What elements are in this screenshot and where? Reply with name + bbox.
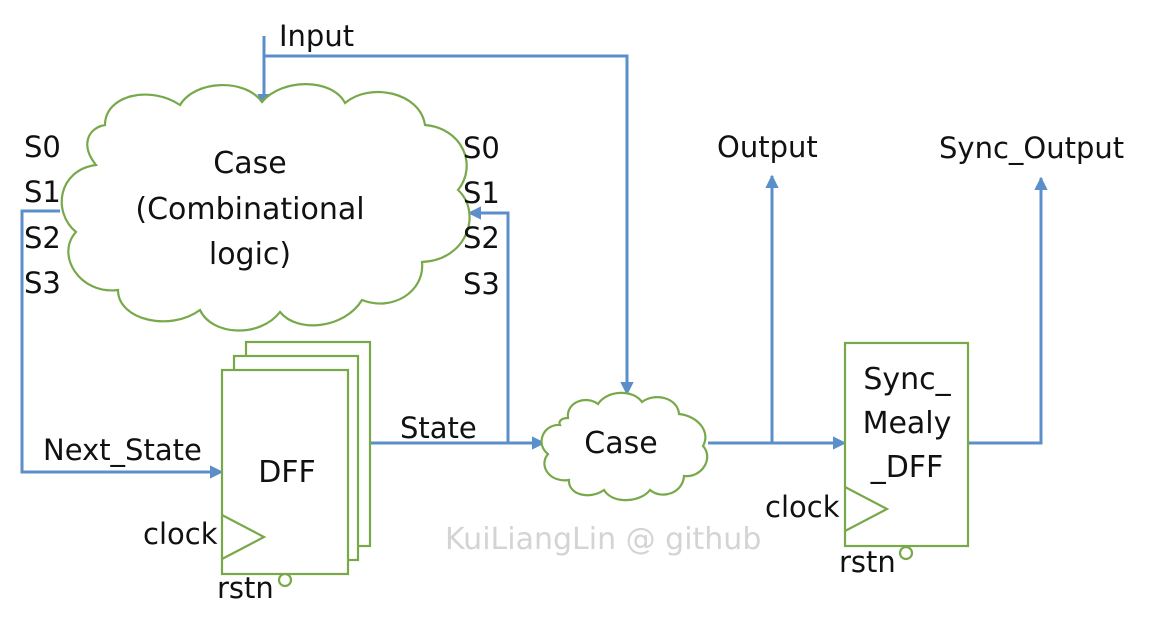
input-branch-wire xyxy=(264,54,634,396)
cloud-label-logic: logic) xyxy=(209,237,291,272)
sync-dff-reset-bubble xyxy=(898,545,914,561)
dff-reset-label: rstn xyxy=(217,571,274,605)
next-state-label: Next_State xyxy=(43,433,202,467)
next-state-wire xyxy=(20,209,224,479)
watermark: KuiLiangLin @ github xyxy=(445,522,761,557)
dff-clock-label: clock xyxy=(143,517,218,551)
sync-output-label: Sync_Output xyxy=(939,131,1124,165)
state-label: State xyxy=(400,411,477,445)
combinational-cloud xyxy=(60,83,471,332)
output-case-label: Case xyxy=(584,426,657,461)
sync-dff-clock-triangle xyxy=(844,486,890,532)
cloud-label-case: Case xyxy=(213,146,286,181)
state-left-2: S2 xyxy=(24,221,61,255)
state-right-3: S3 xyxy=(463,267,500,301)
sync-dff-label-2: Mealy xyxy=(863,406,952,441)
sync-dff-label-3: _DFF xyxy=(870,450,944,485)
input-label: Input xyxy=(279,19,354,53)
output-case-cloud xyxy=(540,391,709,502)
dff-label: DFF xyxy=(258,455,316,490)
state-feedback-wire xyxy=(467,206,510,443)
cloud-label-combinational: (Combinational xyxy=(135,192,364,227)
state-left-1: S1 xyxy=(24,175,61,209)
state-right-2: S2 xyxy=(463,221,500,255)
sync-dff-label-1: Sync_ xyxy=(863,362,951,397)
state-right-0: S0 xyxy=(463,131,500,165)
sync-dff-reset-label: rstn xyxy=(839,545,896,579)
state-left-0: S0 xyxy=(24,130,61,164)
dff-reset-bubble xyxy=(277,572,293,588)
state-right-1: S1 xyxy=(463,176,500,210)
dff-clock-triangle xyxy=(221,514,267,560)
dff-block xyxy=(220,368,350,576)
state-left-3: S3 xyxy=(24,266,61,300)
output-label: Output xyxy=(717,130,818,164)
sync-output-wire xyxy=(968,176,1048,445)
sync-dff-clock-label: clock xyxy=(765,490,840,524)
